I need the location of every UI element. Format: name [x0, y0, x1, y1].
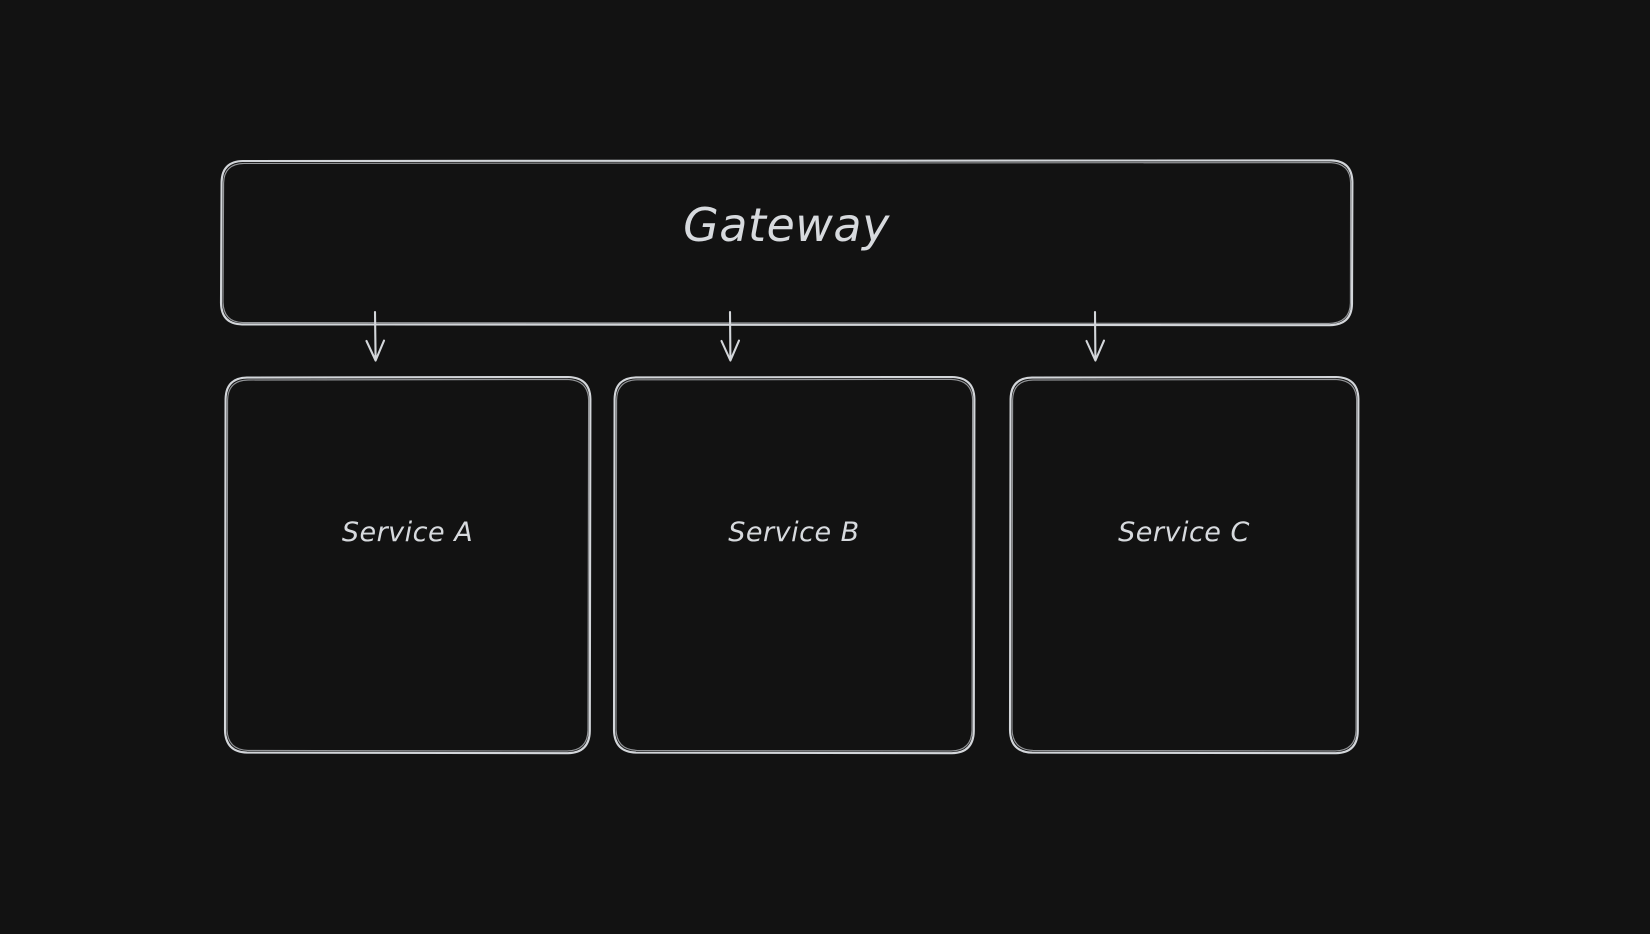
node-service-b[interactable]: [612, 375, 976, 755]
service-a-outline-stroke-2: [226, 378, 590, 752]
node-gateway[interactable]: [219, 159, 1354, 327]
service-b-outline-stroke-1: [612, 375, 976, 755]
node-service-c[interactable]: [1008, 375, 1360, 755]
edge-gateway-service-a[interactable]: [365, 310, 386, 362]
service-c-outline-stroke-1: [1008, 375, 1360, 755]
edge-gateway-service-c[interactable]: [1085, 310, 1106, 362]
node-service-a[interactable]: [223, 375, 592, 755]
edge-a-line: [373, 310, 377, 360]
service-c-outline-stroke-2: [1011, 378, 1358, 752]
service-a-outline-stroke-1: [223, 375, 592, 755]
edge-a-arrowhead: [365, 339, 386, 362]
edge-c-arrowhead: [1085, 339, 1106, 362]
gateway-outline-stroke-1: [219, 159, 1354, 327]
service-b-outline-stroke-2: [615, 378, 974, 752]
edge-b-arrowhead: [720, 339, 741, 362]
edge-gateway-service-b[interactable]: [720, 310, 741, 362]
gateway-outline-stroke-2: [222, 162, 1352, 324]
